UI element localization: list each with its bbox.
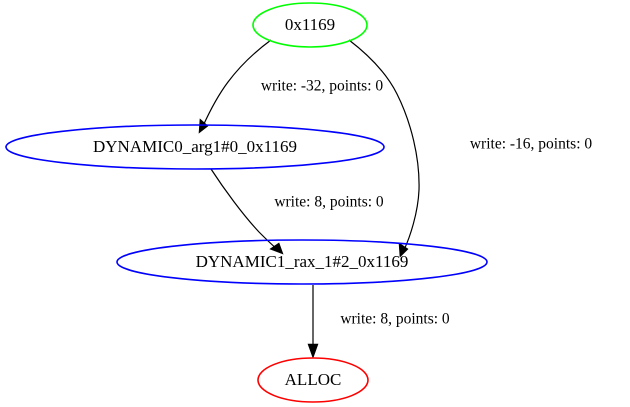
edge-path (202, 39, 272, 127)
node-label: 0x1169 (285, 15, 335, 34)
edge-label: write: -32, points: 0 (261, 78, 384, 95)
arrowhead-icon (398, 242, 409, 258)
node-dynamic0-arg1[interactable]: DYNAMIC0_arg1#0_0x1169 (5, 124, 385, 170)
node-label: DYNAMIC1_rax_1#2_0x1169 (196, 252, 409, 271)
arrowhead-icon (198, 118, 209, 134)
node-0x1169[interactable]: 0x1169 (252, 2, 368, 48)
node-ellipse-outline (116, 239, 488, 285)
node-label: ALLOC (285, 370, 342, 389)
node-alloc[interactable]: ALLOC (257, 357, 369, 403)
node-label: DYNAMIC0_arg1#0_0x1169 (93, 137, 297, 156)
edge-0x1169-to-dynamic1-rax1[interactable]: write: -16, points: 0 (348, 39, 593, 258)
edge-path (348, 39, 420, 251)
node-ellipse-outline (5, 124, 385, 170)
edge-path (210, 168, 278, 250)
edge-label: write: 8, points: 0 (340, 311, 450, 328)
node-ellipse-outline (252, 2, 368, 48)
edge-dynamic1-rax1-to-alloc[interactable]: write: 8, points: 0 (307, 285, 450, 359)
edge-label: write: -16, points: 0 (470, 136, 593, 153)
node-ellipse-outline (257, 357, 369, 403)
edge-dynamic0-arg1-to-dynamic1-rax1[interactable]: write: 8, points: 0 (210, 168, 384, 255)
arrowhead-icon (307, 343, 319, 359)
edge-label: write: 8, points: 0 (274, 194, 384, 211)
arrowhead-icon (269, 242, 284, 255)
edge-0x1169-to-dynamic0-arg1[interactable]: write: -32, points: 0 (198, 39, 384, 134)
node-dynamic1-rax1[interactable]: DYNAMIC1_rax_1#2_0x1169 (116, 239, 488, 285)
